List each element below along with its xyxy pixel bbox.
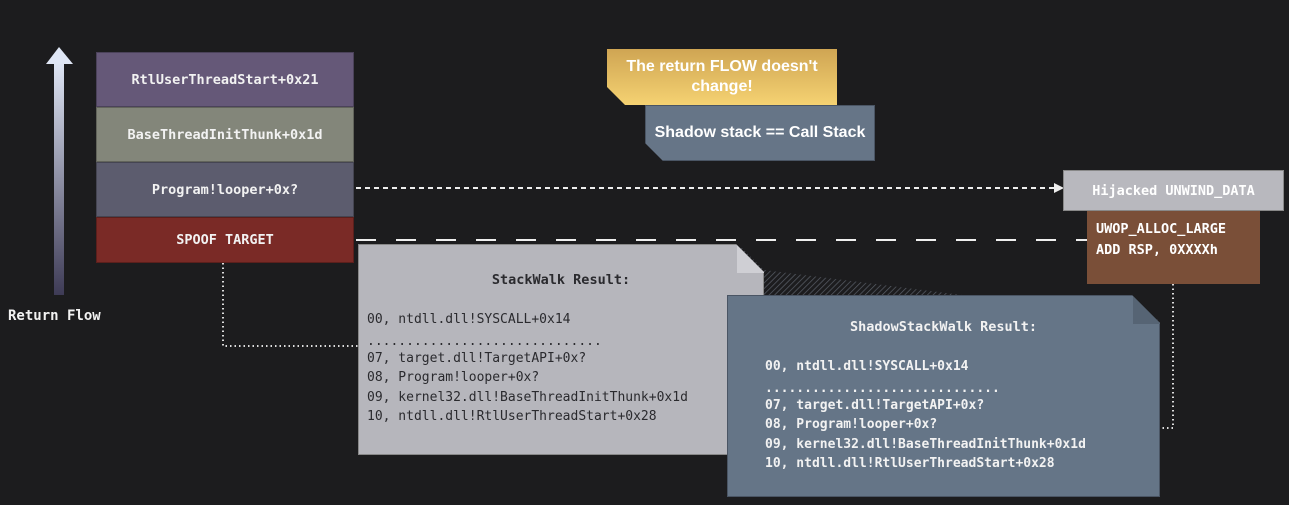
unwind-op-line2: ADD RSP, 0XXXXh (1096, 242, 1218, 258)
shadowstackwalk-title: ShadowStackWalk Result: (850, 319, 1037, 335)
stack-frame: Program!looper+0x? (96, 162, 354, 217)
shadowstackwalk-result: ShadowStackWalk Result: 00, ntdll.dll!SY… (727, 295, 1160, 497)
unwind-op-line1: UWOP_ALLOC_LARGE (1096, 221, 1227, 237)
shadowstackwalk-line: 08, Program!looper+0x? (765, 417, 938, 432)
dotted-arrow-head (1054, 183, 1064, 193)
shadow-note: Shadow stack == Call Stack (645, 105, 875, 161)
hijacked-unwind-data: Hijacked UNWIND_DATA (1063, 170, 1284, 211)
shadowstackwalk-line: .............................. (765, 380, 1000, 396)
stack-frame: BaseThreadInitThunk+0x1d (96, 107, 354, 162)
stackwalk-line: 09, kernel32.dll!BaseThreadInitThunk+0x1… (367, 389, 688, 405)
stackwalk-result: StackWalk Result: 00, ntdll.dll!SYSCALL+… (358, 244, 764, 455)
shadowstackwalk-line: 10, ntdll.dll!RtlUserThreadStart+0x28 (765, 456, 1055, 471)
unwind-op-box: UWOP_ALLOC_LARGE ADD RSP, 0XXXXh (1087, 211, 1260, 284)
stackwalk-line: 07, target.dll!TargetAPI+0x? (367, 350, 587, 366)
return-flow-label: Return Flow (8, 308, 101, 324)
shadowstackwalk-line: 09, kernel32.dll!BaseThreadInitThunk+0x1… (765, 436, 1086, 452)
return-flow-arrow (46, 47, 73, 295)
shadowstackwalk-lines: 00, ntdll.dll!SYSCALL+0x14..............… (765, 357, 1086, 474)
stackwalk-line: 08, Program!looper+0x? (367, 370, 540, 385)
shadowstackwalk-line: 00, ntdll.dll!SYSCALL+0x14 (765, 359, 969, 374)
stack-frame-spoof-target: SPOOF TARGET (96, 217, 354, 263)
stackwalk-lines: 00, ntdll.dll!SYSCALL+0x14..............… (367, 310, 688, 427)
stack-frame: RtlUserThreadStart+0x21 (96, 52, 354, 107)
stackwalk-title: StackWalk Result: (491, 272, 631, 288)
stackwalk-line: 00, ntdll.dll!SYSCALL+0x14 (367, 312, 571, 327)
flow-note: The return FLOW doesn't change! (607, 49, 837, 105)
dotted-connector-left (222, 263, 358, 347)
stackwalk-line: .............................. (367, 333, 602, 349)
stackwalk-line: 10, ntdll.dll!RtlUserThreadStart+0x28 (367, 409, 657, 424)
dotted-connector-right (1160, 284, 1174, 429)
shadowstackwalk-line: 07, target.dll!TargetAPI+0x? (765, 397, 985, 413)
